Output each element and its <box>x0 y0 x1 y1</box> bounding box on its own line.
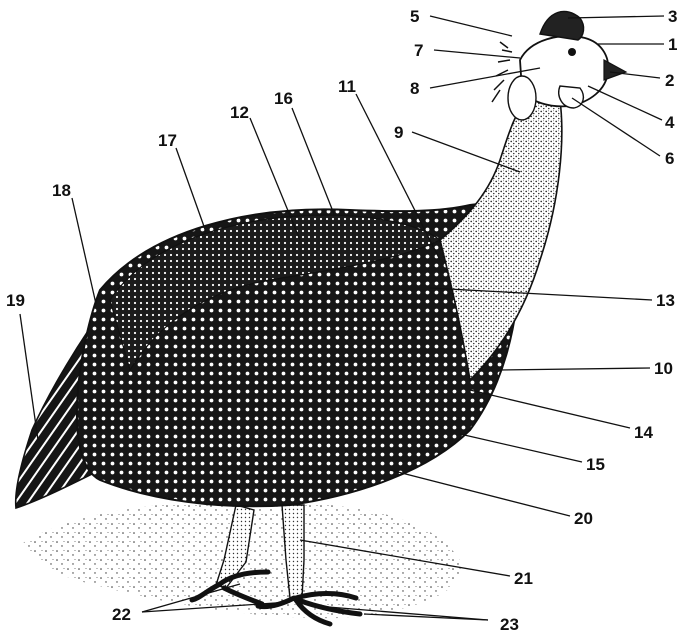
casque <box>540 11 584 40</box>
label-21: 21 <box>514 569 533 588</box>
label-16: 16 <box>274 89 293 108</box>
label-15: 15 <box>586 455 605 474</box>
label-20: 20 <box>574 509 593 528</box>
beak <box>604 60 626 80</box>
label-22: 22 <box>112 605 131 624</box>
label-12: 12 <box>230 103 249 122</box>
label-17: 17 <box>158 131 177 150</box>
eye <box>568 48 576 56</box>
label-3: 3 <box>668 7 677 26</box>
label-18: 18 <box>52 181 71 200</box>
head <box>492 11 626 120</box>
label-19: 19 <box>6 291 25 310</box>
label-9: 9 <box>394 123 403 142</box>
label-23: 23 <box>500 615 519 634</box>
label-1: 1 <box>668 35 677 54</box>
label-11: 11 <box>338 77 356 96</box>
ear-patch <box>508 76 536 120</box>
label-14: 14 <box>634 423 653 442</box>
label-7: 7 <box>414 41 423 60</box>
label-13: 13 <box>656 291 675 310</box>
label-2: 2 <box>665 71 674 90</box>
label-4: 4 <box>665 113 675 132</box>
label-8: 8 <box>410 79 419 98</box>
label-6: 6 <box>665 149 674 168</box>
label-10: 10 <box>654 359 673 378</box>
label-5: 5 <box>410 7 419 26</box>
